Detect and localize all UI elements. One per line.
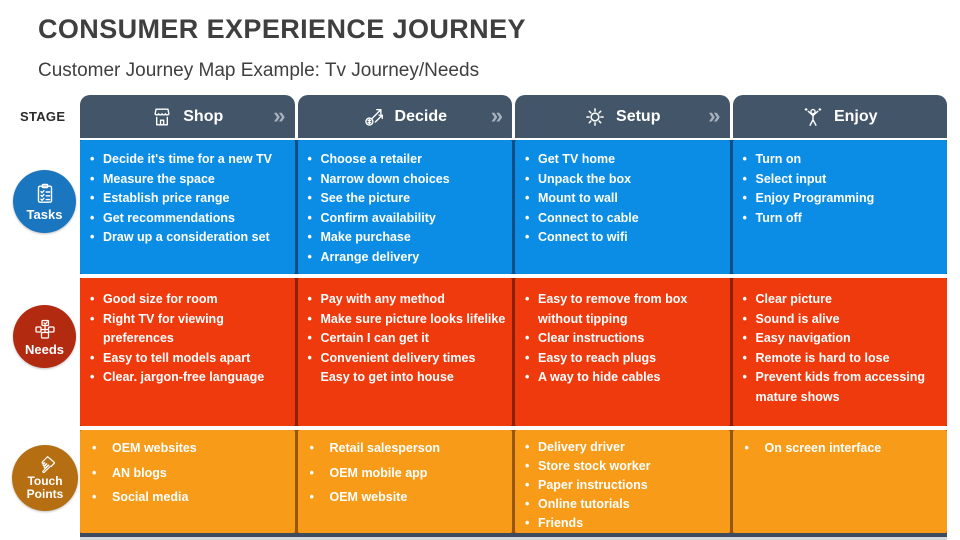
badge-label: Touch Points [26,474,64,501]
task-item: Select input [743,170,944,190]
need-item: Convenient delivery times [308,349,509,369]
task-item: Turn off [743,209,944,229]
touch-item: Friends [525,514,726,533]
chevron-right-icon: » [273,102,286,128]
task-item: Establish price range [90,189,291,209]
need-item: Easy to get into house [320,370,454,384]
needs-row: Good size for room Right TV for viewing … [80,278,947,426]
badge-label: Needs [24,342,65,357]
touch-item: Store stock worker [525,457,726,476]
task-item: Measure the space [90,170,291,190]
need-item: Good size for room [90,290,291,310]
task-item: Connect to wifi [525,228,726,248]
tab-enjoy[interactable]: Enjoy [732,95,947,138]
task-item: Make purchase [308,228,509,248]
touch-item: Retail salesperson [308,439,509,459]
needs-cell-setup: Easy to remove from box without tipping … [515,278,730,426]
celebrating-person-icon [802,106,824,128]
needs-cell-shop: Good size for room Right TV for viewing … [80,278,295,426]
touch-cell-decide: Retail salesperson OEM mobile app OEM we… [297,430,512,533]
needs-cluster-icon [33,317,57,341]
need-item: Right TV for viewing preferences [90,310,291,349]
touch-item: OEM website [308,488,509,508]
task-item: Choose a retailer [308,150,509,170]
task-item: Get TV home [525,150,726,170]
task-item: Narrow down choices [308,170,509,190]
tab-label: Setup [616,107,661,125]
page-subtitle: Customer Journey Map Example: Tv Journey… [38,60,480,81]
tab-label: Shop [183,107,224,125]
touch-item: OEM mobile app [308,464,509,484]
need-item: Easy to remove from box without tipping [525,290,726,329]
tab-shop[interactable]: Shop » [80,95,295,138]
decision-arrows-icon [363,106,385,128]
tab-label: Decide [394,107,447,125]
touch-item: OEM websites [90,439,291,459]
need-item: A way to hide cables [525,368,726,388]
touch-item: Social media [90,488,291,508]
need-item: Remote is hard to lose [743,349,944,369]
tasks-cell-decide: Choose a retailer Narrow down choices Se… [297,140,512,274]
touch-item: On screen interface [743,439,944,459]
need-item: Clear picture [743,290,944,310]
chevron-right-icon: » [490,102,503,128]
tasks-cell-enjoy: Turn on Select input Enjoy Programming T… [732,140,947,274]
task-item: See the picture [308,189,509,209]
touch-cell-setup: Delivery driver Store stock worker Paper… [515,430,730,533]
slide-bottom-shadow [80,537,947,540]
task-item: Connect to cable [525,209,726,229]
need-item: Certain I can get it [308,329,509,349]
task-item: Arrange delivery [308,248,509,268]
touch-points-badge[interactable]: ☞ Touch Points [12,445,78,511]
need-item: Clear instructions [525,329,726,349]
tasks-cell-shop: Decide it's time for a new TV Measure th… [80,140,295,274]
tasks-row: Decide it's time for a new TV Measure th… [80,140,947,274]
need-item: Easy to reach plugs [525,349,726,369]
task-item: Turn on [743,150,944,170]
task-item: Draw up a consideration set [90,228,291,248]
stage-label: STAGE [20,109,66,124]
need-item: Pay with any method [308,290,509,310]
touch-cell-enjoy: On screen interface [732,430,947,533]
need-item: Easy to tell models apart [90,349,291,369]
touch-item: Paper instructions [525,476,726,495]
need-item: Make sure picture looks lifelike [308,310,509,330]
gear-icon [584,106,606,128]
needs-cell-decide: Pay with any method Make sure picture lo… [297,278,512,426]
needs-cell-enjoy: Clear picture Sound is alive Easy naviga… [732,278,947,426]
task-item: Get recommendations [90,209,291,229]
chevron-right-icon: » [708,102,721,128]
tasks-badge[interactable]: Tasks [13,170,76,233]
touch-item: Delivery driver [525,438,726,457]
task-item: Confirm availability [308,209,509,229]
stage-header-row: Shop » Decide » Setup » [80,95,947,138]
badge-label: Tasks [26,207,63,222]
task-item: Decide it's time for a new TV [90,150,291,170]
task-item: Enjoy Programming [743,189,944,209]
tab-decide[interactable]: Decide » [297,95,512,138]
task-item: Unpack the box [525,170,726,190]
tab-setup[interactable]: Setup » [515,95,730,138]
touch-item: AN blogs [90,464,291,484]
need-item: Clear. jargon-free language [90,368,291,388]
need-item: Easy navigation [743,329,944,349]
slide-bottom-bar [80,533,947,537]
page-title: CONSUMER EXPERIENCE JOURNEY [38,14,526,44]
clipboard-checklist-icon [33,182,57,206]
need-item: Prevent kids from accessing mature shows [743,368,944,407]
tasks-cell-setup: Get TV home Unpack the box Mount to wall… [515,140,730,274]
need-item: Sound is alive [743,310,944,330]
storefront-icon [151,106,173,128]
touch-cell-shop: OEM websites AN blogs Social media [80,430,295,533]
tab-label: Enjoy [833,107,878,125]
needs-badge[interactable]: Needs [13,305,76,368]
touch-points-row: OEM websites AN blogs Social media Retai… [80,430,947,533]
touch-item: Online tutorials [525,495,726,514]
task-item: Mount to wall [525,189,726,209]
